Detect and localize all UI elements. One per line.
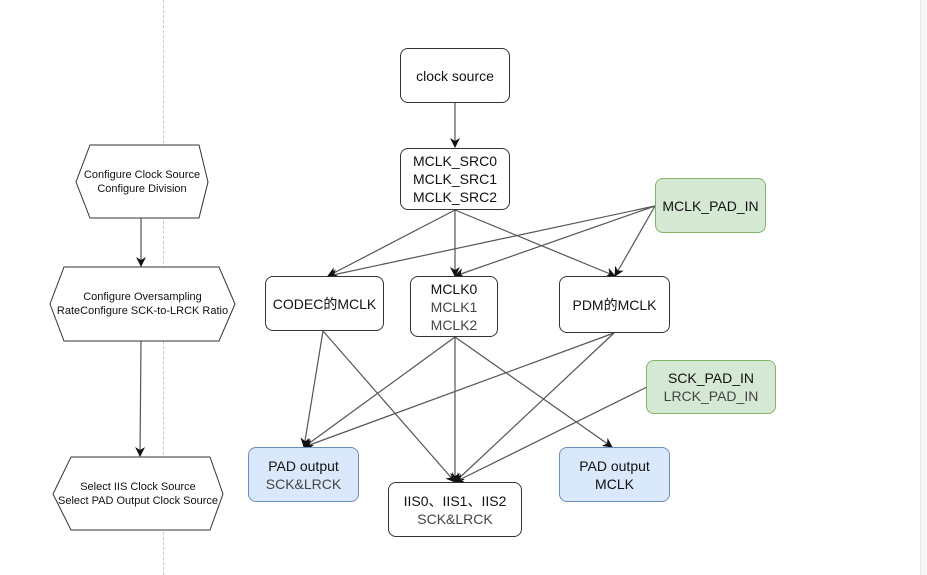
edge-padin-mclk [454,205,656,278]
node-label: LRCK_PAD_IN [663,388,759,404]
node-label: SCK&LRCK [265,475,342,492]
node-iis[interactable]: IIS0、IIS1、IIS2 SCK&LRCK [388,482,522,537]
node-label: MCLK [595,475,634,492]
edge-src-pdm [454,209,616,278]
node-mclk-pad-in[interactable]: MCLK_PAD_IN [655,178,766,233]
step-line: Configure Division [97,182,187,195]
edge-sckin-iis [454,386,648,483]
node-label: MCLK_SRC0 [412,153,498,169]
node-label: MCLK1 [430,298,478,315]
node-label: CODEC的MCLK [272,295,377,312]
node-pad-output-mclk[interactable]: PAD output MCLK [559,447,670,502]
node-codec-mclk[interactable]: CODEC的MCLK [265,276,384,331]
edge-codec-iis [322,330,456,483]
node-label: MCLK_SRC2 [412,189,498,205]
step-hexagon-1 [75,144,209,219]
node-clock-source[interactable]: clock source [400,48,510,103]
scrollbar-panel[interactable] [920,0,927,575]
node-label: MCLK_PAD_IN [662,197,759,214]
node-label: IIS0、IIS1、IIS2 [403,492,507,509]
edge-padin-pdm [614,205,656,277]
step-hexagon-3 [52,456,224,531]
node-mclk012[interactable]: MCLK0 MCLK1 MCLK2 [410,276,498,337]
node-label: MCLK_SRC1 [412,171,498,187]
node-pad-output-sck[interactable]: PAD output SCK&LRCK [248,447,359,502]
node-label: PAD output [268,457,339,474]
node-label: SCK_PAD_IN [667,370,755,386]
step-configure-clock: Configure Clock Source Configure Divisio… [76,145,208,218]
edge-mclk-padsck [303,336,456,448]
node-label: PDM的MCLK [572,296,657,313]
node-sck-pad-in[interactable]: SCK_PAD_IN LRCK_PAD_IN [646,360,776,414]
step-line: Configure Clock Source [83,168,201,181]
step-line: RateConfigure SCK-to-LRCK Ratio [56,305,229,317]
node-label: MCLK2 [430,316,478,333]
node-label: SCK&LRCK [417,510,493,527]
node-pdm-mclk[interactable]: PDM的MCLK [559,276,670,333]
node-mclk-src[interactable]: MCLK_SRC0 MCLK_SRC1 MCLK_SRC2 [400,148,510,210]
edge-src-codec [327,209,456,277]
node-label: PAD output [579,457,650,474]
edge-pdm-padsck [303,332,615,449]
step-line: Configure Oversampling [83,291,202,303]
step-line: Select PAD Output Clock Source [58,494,218,507]
step-select-iis: Select IIS Clock Source Select PAD Outpu… [53,457,223,530]
node-label: MCLK0 [430,280,478,297]
step-hexagon-2 [49,266,236,342]
step-line: Select IIS Clock Source [80,480,196,493]
edge-pdm-iis [454,332,615,483]
node-label: clock source [416,67,494,84]
edge-codec-padsck [300,330,324,448]
edge-step2-step3 [135,340,146,457]
step-configure-oversampling: Configure Oversampling RateConfigure SCK… [50,267,235,341]
edge-mclk-padmclk [454,336,613,448]
edge-padin-codec [327,205,656,280]
